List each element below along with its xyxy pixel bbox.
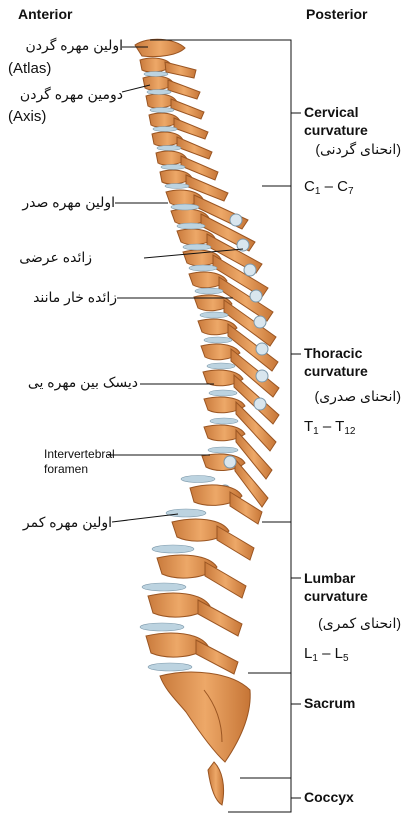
thoracic-range: T1 – T12	[304, 418, 355, 440]
sacrum-bone	[160, 672, 250, 762]
transverse-process-label: زائده عرضی	[0, 249, 92, 266]
atlas-label-en: (Atlas)	[8, 60, 51, 77]
foramen-label-line2: foramen	[44, 461, 88, 478]
thoracic-title-2: curvature	[304, 363, 368, 380]
first-thoracic-label: اولین مهره صدر	[0, 194, 115, 211]
cervical-fa: (انحنای گردنی)	[300, 141, 401, 158]
axis-label-en: (Axis)	[8, 108, 46, 125]
lumbar-range: L1 – L5	[304, 645, 349, 667]
intervertebral-disc-label: دیسک بین مهره یی	[0, 374, 138, 391]
atlas-label-fa: اولین مهره گردن	[8, 37, 123, 54]
atlas-vertebra	[135, 39, 185, 56]
lumbar-fa: (انحنای کمری)	[300, 615, 401, 632]
thoracic-fa: (انحنای صدری)	[300, 388, 401, 405]
thoracic-title-1: Thoracic	[304, 345, 362, 362]
coccyx-bone	[208, 762, 224, 805]
cervical-title-2: curvature	[304, 122, 368, 139]
sacrum-label: Sacrum	[304, 695, 355, 712]
spinous-process-label: زائده خار مانند	[0, 289, 117, 306]
axis-label-fa: دومین مهره گردن	[8, 86, 123, 103]
lumbar-title-1: Lumbar	[304, 570, 355, 587]
first-lumbar-label: اولین مهره کمر	[0, 514, 112, 531]
cervical-title-1: Cervical	[304, 104, 358, 121]
posterior-header: Posterior	[306, 6, 367, 23]
coccyx-label: Coccyx	[304, 789, 354, 806]
anterior-header: Anterior	[18, 6, 72, 23]
lumbar-title-2: curvature	[304, 588, 368, 605]
cervical-range: C1 – C7	[304, 178, 354, 200]
